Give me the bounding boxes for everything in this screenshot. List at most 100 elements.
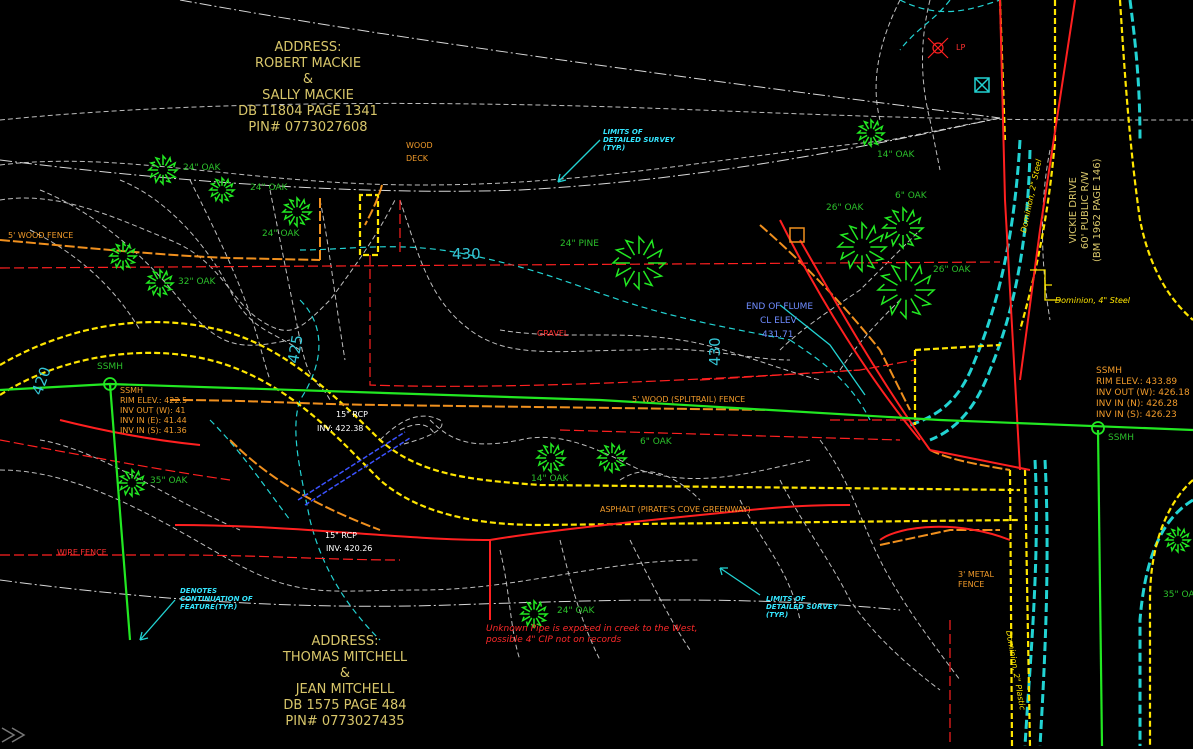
limit-lines	[0, 0, 1001, 611]
label-splitrail-fence: 5' WOOD (SPLITRAIL) FENCE	[632, 395, 746, 404]
address-bottom-line6: PIN# 0773027435	[285, 714, 405, 729]
contour-label: 430	[452, 245, 481, 263]
tree-label: 24" OAK	[183, 163, 221, 173]
ssmh-left-inv-out: INV OUT (W): 41	[120, 406, 186, 415]
label-inv-bottom: INV: 420.26	[326, 544, 373, 553]
label-end-of-flume: END OF FLUME	[746, 302, 814, 312]
tree-label: 32" OAK	[178, 277, 216, 287]
ucs-icon	[0, 724, 30, 746]
tree-label: 14" OAK	[531, 474, 569, 484]
ssmh-left-inv-in-s: INV IN (S): 41.36	[120, 426, 187, 435]
address-top-line6: PIN# 0773027608	[248, 120, 368, 135]
ssmh-left-inv-in-e: INV IN (E): 41.44	[120, 416, 187, 425]
tree-icon	[596, 442, 628, 474]
label-asphalt: ASPHALT (PIRATE'S COVE GREENWAY)	[600, 505, 751, 514]
note-unknown-pipe: Unknown Pipe is exposed in creek to the …	[486, 624, 698, 645]
tree-label: 24" OAK	[250, 183, 288, 193]
label-wood-fence: 5' WOOD FENCE	[8, 231, 74, 240]
tree-icon	[281, 196, 313, 228]
tree-label: 26" OAK	[826, 203, 864, 213]
address-bottom-line1: ADDRESS:	[311, 634, 379, 649]
address-bottom-line2: THOMAS MITCHELL	[282, 650, 408, 665]
ssmh-right-inv-out: INV OUT (W): 426.18	[1096, 388, 1190, 398]
road-edge-cyan	[909, 0, 1193, 746]
address-top: ADDRESS: ROBERT MACKIE & SALLY MACKIE DB…	[238, 40, 378, 136]
address-top-line3: &	[302, 72, 314, 87]
label-cl-elev-value: 431.71	[762, 330, 794, 340]
road-line1: VICKIE DRIVE	[1068, 176, 1079, 244]
label-rcp-bottom: 15" RCP	[325, 531, 357, 540]
manholes	[103, 377, 1105, 435]
contour-label: 430	[706, 337, 724, 366]
tree-label: 6" OAK	[895, 191, 927, 201]
tree-icon	[881, 206, 925, 250]
tree-icon	[147, 154, 179, 186]
label-inv-top: INV: 422.38	[317, 424, 364, 433]
label-cl-elev: CL ELEV	[760, 316, 797, 326]
label-lp: LP	[956, 43, 966, 52]
road-line2: 60' PUBLIC R/W	[1080, 171, 1091, 250]
tree-symbols	[108, 118, 1192, 629]
ssmh-tag-left: SSMH	[97, 362, 123, 372]
label-wood-deck: WOOD DECK	[406, 141, 433, 163]
contour-lines	[0, 0, 1193, 691]
label-metal-fence: 3' METAL FENCE	[958, 570, 994, 589]
property-lines-red	[59, 0, 1076, 620]
tree-label: 35" OAK	[150, 476, 188, 486]
label-wire-fence: WIRE FENCE	[57, 548, 107, 557]
address-bottom-line4: JEAN MITCHELL	[295, 682, 395, 697]
gas-marker-leaders	[1030, 269, 1060, 301]
note-limits-bottom: LIMITS OF DETAILED SURVEY (TYP.)	[766, 595, 838, 619]
ssmh-right-data: SSMH RIM ELEV.: 433.89 INV OUT (W): 426.…	[1096, 366, 1190, 421]
tree-label: 6" OAK	[640, 437, 672, 447]
ssmh-right-inv-in-s: INV IN (S): 426.23	[1096, 410, 1177, 420]
tree-icon	[856, 118, 886, 148]
ssmh-left-rim: RIM ELEV.: 422.5	[120, 396, 188, 405]
creek-lines	[209, 0, 1001, 641]
utility-box	[974, 77, 990, 93]
sewer-lines-green	[0, 382, 1193, 746]
ssmh-tag-right: SSMH	[1108, 433, 1134, 443]
address-bottom-line5: DB 1575 PAGE 484	[283, 698, 407, 713]
tree-label: 24" OAK	[557, 606, 595, 616]
ssmh-right-title: SSMH	[1096, 366, 1122, 376]
storm-pipe-blue	[297, 431, 411, 506]
wood-deck-box	[789, 227, 805, 243]
address-top-line2: ROBERT MACKIE	[254, 56, 362, 71]
red-dashed-lines	[0, 200, 1001, 746]
tree-icon	[1164, 526, 1192, 554]
ssmh-right-rim: RIM ELEV.: 433.89	[1096, 377, 1178, 387]
tree-icon	[535, 442, 567, 474]
tree-label: 14" OAK	[877, 150, 915, 160]
road-label: VICKIE DRIVE 60' PUBLIC R/W (BM 1962 PAG…	[1068, 159, 1104, 263]
gas-label-4in-steel: Dominion, 4" Steel	[1055, 296, 1131, 305]
light-pole	[927, 37, 949, 59]
tree-label: 24" PINE	[560, 239, 599, 249]
tree-icon	[117, 468, 147, 498]
tree-label: 35" OAK	[1163, 590, 1193, 600]
address-bottom-line3: &	[339, 666, 351, 681]
ssmh-left-data: SSMH RIM ELEV.: 422.5 INV OUT (W): 41 IN…	[120, 386, 187, 436]
label-gravel: GRAVEL	[537, 329, 569, 338]
tree-label: 26" OAK	[933, 265, 971, 275]
address-bottom: ADDRESS: THOMAS MITCHELL & JEAN MITCHELL…	[283, 634, 407, 730]
label-rcp-top: 15" RCP	[336, 410, 368, 419]
ssmh-left-title: SSMH	[120, 386, 144, 395]
note-limits-top: LIMITS OF DETAILED SURVEY (TYP.)	[603, 128, 675, 152]
ssmh-right-inv-in-n: INV IN (N): 426.28	[1096, 399, 1178, 409]
address-top-line4: SALLY MACKIE	[262, 88, 354, 103]
road-line3: (BM 1962 PAGE 146)	[1092, 158, 1103, 263]
tree-icon	[876, 260, 936, 320]
tree-icon	[108, 241, 138, 271]
note-denotes: DENOTES CONTINUATION OF FEATURE(TYP.)	[180, 587, 253, 611]
tree-label: 24" OAK	[262, 229, 300, 239]
fences-orange	[0, 184, 1011, 546]
address-top-line5: DB 11804 PAGE 1341	[238, 104, 378, 119]
tree-icon	[145, 268, 175, 298]
address-top-line1: ADDRESS:	[274, 40, 342, 55]
tree-icon	[611, 235, 667, 291]
tree-icon	[208, 176, 236, 204]
tree-icon	[519, 599, 549, 629]
